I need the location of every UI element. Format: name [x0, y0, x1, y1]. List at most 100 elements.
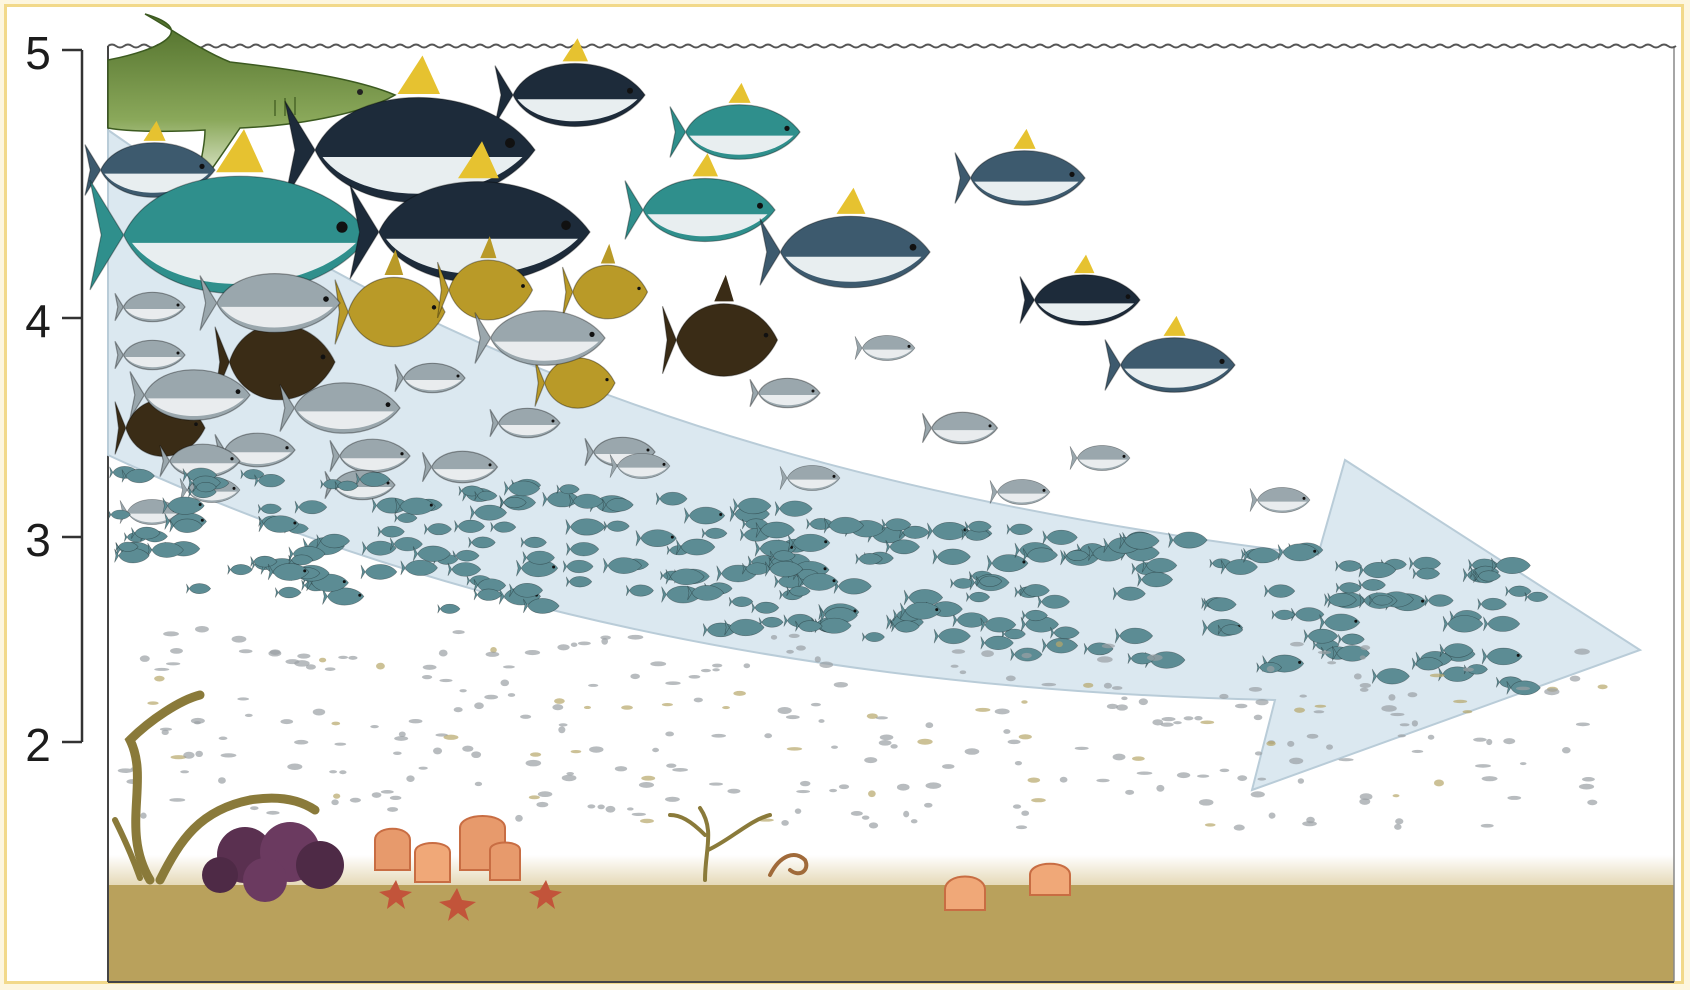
plankton-icon — [529, 795, 540, 799]
plankton-icon — [1587, 800, 1597, 806]
plankton-icon — [147, 701, 158, 705]
plankton-icon — [1360, 655, 1366, 659]
plankton-icon — [796, 645, 806, 650]
plankton-icon — [924, 803, 932, 808]
plankton-icon — [1503, 738, 1515, 744]
plankton-icon — [960, 670, 967, 674]
plankton-icon — [584, 706, 591, 709]
plankton-icon — [1003, 729, 1010, 734]
plankton-icon — [733, 691, 746, 696]
plankton-icon — [221, 753, 237, 757]
plankton-icon — [180, 770, 189, 773]
plankton-icon — [1412, 750, 1424, 753]
plankton-icon — [1289, 758, 1303, 765]
plankton-icon — [942, 764, 954, 769]
plankton-icon — [1463, 667, 1474, 671]
plankton-icon — [1473, 738, 1487, 742]
plankton-icon — [600, 636, 611, 640]
plankton-icon — [811, 703, 821, 706]
plankton-icon — [709, 782, 723, 785]
plankton-icon — [1116, 704, 1128, 710]
plankton-icon — [325, 667, 336, 671]
plankton-icon — [834, 682, 848, 688]
plankton-icon — [500, 680, 509, 687]
plankton-icon — [390, 796, 402, 800]
plankton-icon — [1294, 708, 1305, 713]
plankton-icon — [632, 813, 646, 816]
plankton-icon — [1199, 799, 1214, 806]
plankton-icon — [744, 663, 751, 668]
plankton-icon — [778, 707, 792, 714]
plankton-icon — [1314, 710, 1325, 713]
plankton-icon — [1125, 790, 1134, 795]
plankton-icon — [1562, 747, 1571, 753]
plankton-icon — [1219, 694, 1228, 699]
plankton-icon — [334, 743, 346, 746]
plankton-icon — [1463, 710, 1473, 713]
plankton-icon — [789, 634, 800, 638]
plankton-icon — [1028, 777, 1041, 782]
trophic-level-label-3: 3 — [14, 517, 62, 563]
plankton-icon — [339, 770, 346, 774]
plankton-icon — [195, 626, 209, 633]
plankton-icon — [399, 731, 406, 737]
plankton-icon — [851, 811, 863, 816]
plankton-icon — [219, 737, 228, 740]
plankton-icon — [1576, 722, 1590, 726]
plankton-icon — [1298, 778, 1304, 784]
plankton-icon — [538, 791, 552, 797]
plankton-icon — [170, 648, 183, 654]
plankton-icon — [1579, 784, 1594, 790]
plankton-icon — [1137, 772, 1153, 775]
plankton-icon — [372, 792, 382, 798]
plankton-icon — [287, 763, 302, 769]
plankton-icon — [917, 739, 932, 745]
plankton-icon — [926, 782, 942, 789]
plankton-icon — [571, 750, 582, 753]
plankton-icon — [1299, 695, 1306, 698]
plankton-icon — [787, 747, 802, 750]
plankton-icon — [475, 782, 482, 786]
plankton-icon — [1412, 720, 1418, 726]
plankton-icon — [557, 644, 569, 650]
plankton-icon — [1570, 676, 1581, 682]
plankton-icon — [1326, 744, 1333, 749]
plankton-icon — [484, 695, 498, 700]
plankton-icon — [1234, 825, 1245, 831]
plankton-icon — [868, 790, 876, 797]
plankton-icon — [800, 781, 810, 786]
plankton-icon — [266, 811, 279, 815]
plankton-icon — [1104, 683, 1112, 689]
plankton-icon — [701, 669, 711, 672]
plankton-icon — [1249, 687, 1262, 692]
plankton-icon — [526, 760, 542, 767]
plankton-icon — [381, 790, 394, 794]
plankton-icon — [1006, 676, 1016, 682]
plankton-icon — [615, 766, 627, 771]
plankton-icon — [880, 735, 894, 741]
plankton-icon — [630, 674, 640, 680]
plankton-icon — [486, 652, 500, 657]
plankton-icon — [662, 703, 673, 706]
plankton-icon — [578, 641, 591, 645]
plankton-icon — [566, 772, 574, 775]
plankton-icon — [1381, 705, 1396, 712]
plankton-icon — [525, 650, 540, 655]
plankton-icon — [1173, 721, 1182, 724]
plankton-icon — [652, 748, 659, 752]
plankton-icon — [1112, 686, 1123, 690]
plankton-icon — [597, 805, 604, 810]
plankton-icon — [890, 744, 897, 749]
plankton-icon — [1156, 785, 1164, 792]
plankton-icon — [897, 784, 910, 791]
plankton-icon — [965, 748, 980, 754]
plankton-icon — [665, 797, 680, 802]
plankton-icon — [270, 649, 281, 654]
plankton-icon — [1056, 641, 1063, 647]
seafloor-sand — [108, 885, 1674, 982]
plankton-icon — [387, 807, 398, 812]
plankton-icon — [1360, 645, 1370, 650]
plankton-icon — [665, 731, 674, 736]
plankton-icon — [1075, 747, 1089, 750]
